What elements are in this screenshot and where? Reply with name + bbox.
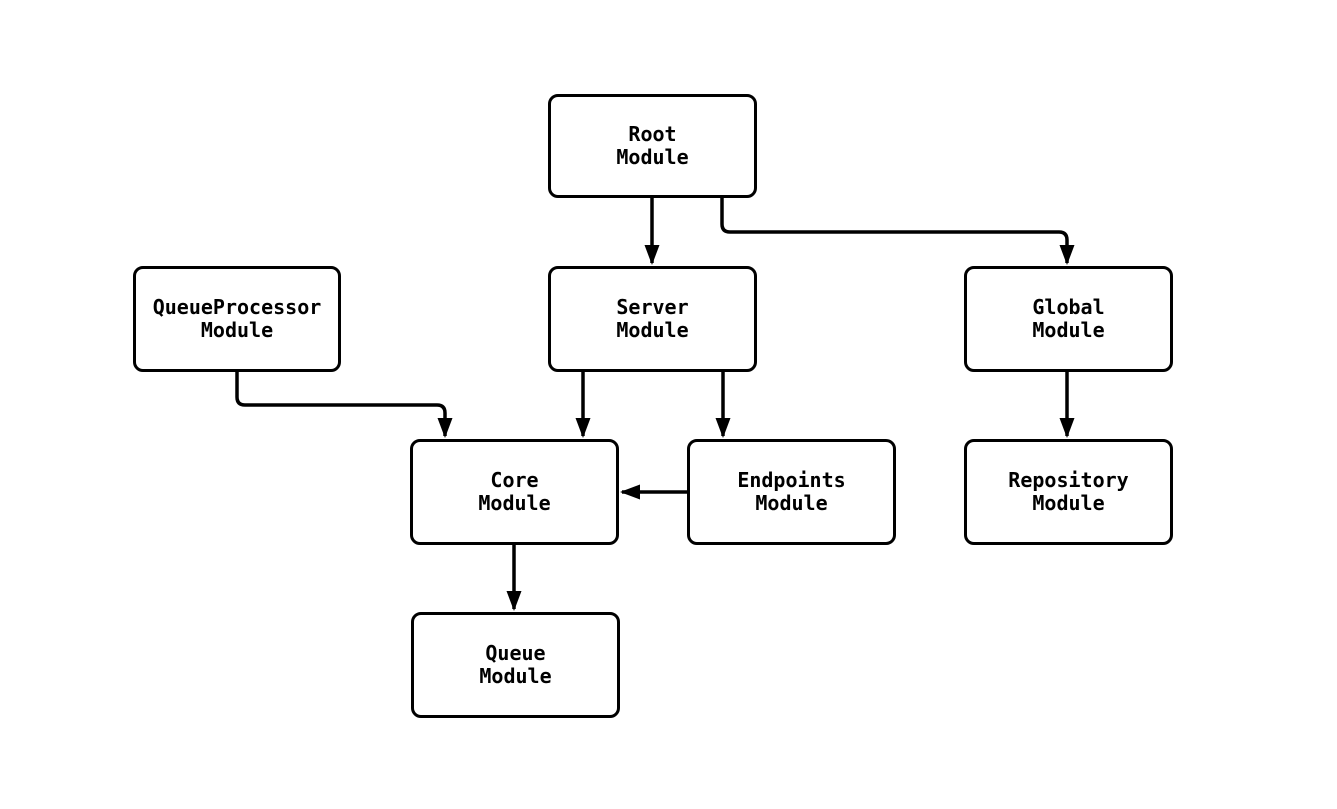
node-label-line: Module xyxy=(616,318,689,342)
node-label-line: Module xyxy=(478,491,551,515)
node-label-line: Core xyxy=(490,468,539,492)
node-label-line: Server xyxy=(616,295,689,319)
node-endpoints-module: Endpoints Module xyxy=(687,439,896,545)
node-label-line: Module xyxy=(479,664,552,688)
node-label-line: Repository xyxy=(1008,468,1129,492)
node-global-module: Global Module xyxy=(964,266,1173,372)
node-label-line: Global xyxy=(1032,295,1105,319)
node-label-line: Endpoints xyxy=(737,468,846,492)
node-repository-module: Repository Module xyxy=(964,439,1173,545)
node-label-line: Root xyxy=(628,122,677,146)
node-label-line: Module xyxy=(616,145,689,169)
node-server-module: Server Module xyxy=(548,266,757,372)
node-label-line: Module xyxy=(1032,491,1105,515)
node-label-line: Module xyxy=(1032,318,1105,342)
node-queue-module: Queue Module xyxy=(411,612,620,718)
node-core-module: Core Module xyxy=(410,439,619,545)
node-label-line: Queue xyxy=(485,641,546,665)
node-root-module: Root Module xyxy=(548,94,757,198)
node-queueprocessor-module: QueueProcessor Module xyxy=(133,266,341,372)
node-label-line: QueueProcessor xyxy=(152,295,322,319)
edge-root-to-global xyxy=(720,198,1075,265)
node-label-line: Module xyxy=(200,318,274,342)
node-label-line: Module xyxy=(755,491,828,515)
edge-queueprocessor-to-core xyxy=(235,372,453,438)
